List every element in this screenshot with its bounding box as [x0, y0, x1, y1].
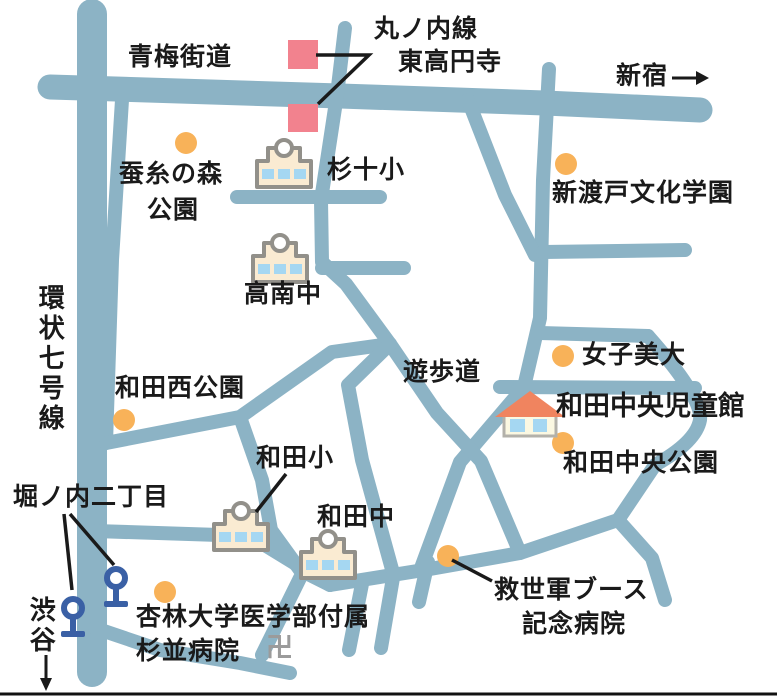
label-shibuya: 渋谷: [26, 596, 57, 656]
label-wada-chu: 和田中: [317, 503, 396, 531]
label-wada-sho: 和田小: [256, 444, 335, 472]
road-segment: [341, 337, 400, 580]
label-wada-nishi-koen: 和田西公園: [115, 374, 246, 402]
road-jidokan-east: [493, 380, 702, 395]
label-konan-chu: 高南中: [244, 280, 323, 308]
label-sanshi-park-2: 公園: [147, 196, 200, 224]
label-horinouchi: 堀ノ内二丁目: [13, 483, 170, 511]
label-ome-kaido: 青梅街道: [128, 43, 233, 71]
label-kyorin-hospital: 杏林大学医学部付属: [136, 603, 371, 631]
station-pointer-line: [316, 53, 374, 106]
road-station-south: [314, 21, 397, 351]
road-bottom: [323, 513, 625, 592]
road-segment: [611, 513, 672, 607]
bus-stop-icon: [104, 566, 128, 607]
poi-dot-sanshi: [175, 132, 197, 154]
horinouchi-pointer-line: [62, 513, 74, 591]
road-nitobe-south: [414, 62, 556, 575]
bus-stop-icon: [61, 596, 85, 637]
poi-dot-joshibi: [552, 345, 574, 367]
road-ome-kaido: [37, 74, 713, 123]
label-kanjo-nana: 環状七号線: [35, 284, 66, 434]
temple-icon: 卍: [266, 633, 294, 663]
poi-dot-kyorin: [154, 581, 176, 603]
childrens-hall-icon: [495, 391, 565, 438]
road-stub: [374, 565, 401, 655]
station-exit-icon: [288, 104, 318, 132]
label-kyorin-hospital-2: 杉並病院: [136, 637, 241, 665]
shinjuku-arrow-icon: [672, 71, 709, 85]
label-nitobe: 新渡戸文化学園: [552, 179, 735, 207]
label-sanshi-park: 蚕糸の森: [119, 160, 224, 188]
road-joshibi-stub: [533, 326, 655, 343]
poi-dot-wada-nishi: [113, 409, 135, 431]
label-shinjuku: 新宿: [616, 62, 669, 90]
label-kyuseigun: 救世軍ブース: [494, 576, 649, 604]
road-stub: [412, 555, 435, 609]
shibuya-arrow-icon: [40, 655, 52, 691]
kyuseigun-pointer-line: [451, 558, 493, 583]
label-joshibi: 女子美大: [582, 341, 687, 369]
school-icon-wadasho: [212, 501, 270, 552]
road-segment: [99, 337, 397, 450]
label-jidokan: 和田中央児童館: [556, 391, 745, 421]
road-segment: [99, 93, 129, 450]
road-segment: [611, 329, 708, 527]
road-stub: [255, 571, 307, 662]
label-higashi-koenji: 東高円寺: [398, 48, 503, 76]
poi-dot-nitobe: [555, 153, 577, 175]
horinouchi-pointer-line: [68, 512, 116, 567]
label-wada-chuo-koen: 和田中央公園: [563, 449, 720, 477]
school-icon-konan: [251, 233, 309, 284]
label-marunouchi-line: 丸ノ内線: [374, 15, 479, 43]
road-stub: [342, 577, 369, 657]
station-exit-icon: [288, 40, 318, 69]
label-kyuseigun-2: 記念病院: [522, 610, 627, 638]
school-icon-wadachu: [299, 529, 357, 580]
road-segment: [88, 621, 297, 680]
road-network: [37, 0, 713, 687]
road-segment: [536, 243, 692, 259]
wadasho-pointer-line: [254, 472, 288, 514]
school-icon-sugiju: [255, 138, 313, 189]
label-yuhodo: 遊歩道: [403, 358, 482, 386]
label-sugiju-sho: 杉十小: [327, 156, 406, 184]
road-segment: [461, 93, 542, 262]
road-promenade: [383, 337, 527, 560]
